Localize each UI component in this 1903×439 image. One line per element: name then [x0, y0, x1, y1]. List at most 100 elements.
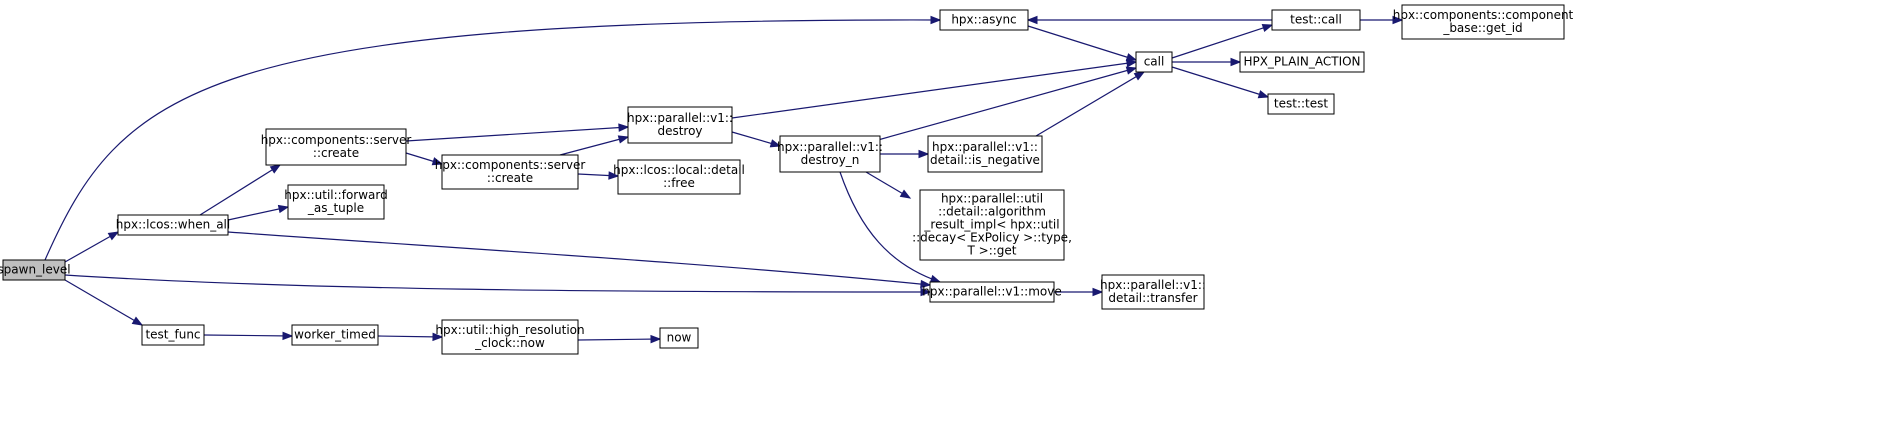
node-label: hpx::lcos::local::detail — [613, 163, 745, 177]
node-is-negative[interactable]: hpx::parallel::v1::detail::is_negative — [927, 135, 1043, 173]
nodes-layer: spawn_level hpx::asynchpx::lcos::when_all… — [0, 4, 1574, 355]
edge-arrowhead — [1092, 287, 1104, 297]
node-label: hpx::async — [951, 13, 1016, 27]
edge-arrowhead — [282, 331, 294, 341]
node-label: hpx::parallel::v1:: — [627, 111, 733, 125]
edge-v1-destroy-to-call — [731, 59, 1138, 119]
edge-arrowhead — [650, 334, 662, 344]
node-box — [1135, 51, 1173, 73]
node-get-id[interactable]: hpx::components::component_base::get_id — [1393, 4, 1574, 40]
edge-arrowhead — [930, 15, 942, 25]
node-label: ::free — [663, 176, 695, 190]
node-call[interactable]: call — [1135, 51, 1173, 73]
node-hrc-now[interactable]: hpx::util::high_resolution_clock::now — [435, 319, 585, 355]
node-lcos-when-all[interactable]: hpx::lcos::when_all — [116, 214, 230, 236]
node-v1-move[interactable]: hpx::parallel::v1::move — [922, 281, 1062, 303]
node-hpx-plain-action[interactable]: HPX_PLAIN_ACTION — [1239, 51, 1365, 73]
node-label: hpx::components::component — [1393, 8, 1574, 22]
edge-line — [839, 171, 941, 283]
edge-spawn-level-to-hpx-async — [44, 15, 942, 261]
edge-lcos-when-all-to-v1-move — [227, 231, 932, 289]
node-box — [287, 184, 385, 220]
node-label: hpx::parallel::v1::move — [922, 285, 1061, 299]
edge-arrowhead — [920, 287, 932, 297]
edge-v1-destroy-n-to-algorithm-result — [865, 171, 912, 199]
edge-server-create-2-to-v1-destroy — [559, 135, 630, 156]
node-label: T >::get — [967, 244, 1017, 258]
node-test-test[interactable]: test::test — [1267, 93, 1335, 115]
node-test-func[interactable]: test_func — [141, 324, 205, 346]
edge-arrowhead — [1026, 15, 1038, 25]
node-label: hpx::lcos::when_all — [116, 218, 230, 232]
edge-arrowhead — [929, 274, 942, 283]
node-label: hpx::components::server — [261, 133, 412, 147]
edge-v1-destroy-to-v1-destroy-n — [731, 131, 782, 148]
edge-line — [731, 61, 1137, 119]
edge-arrowhead — [918, 149, 930, 159]
edge-arrowhead — [899, 189, 912, 199]
edge-line — [377, 335, 443, 338]
node-forward-as-tuple[interactable]: hpx::util::forward_as_tuple — [284, 184, 388, 220]
node-v1-destroy-n[interactable]: hpx::parallel::v1::destroy_n — [777, 135, 883, 173]
edge-v1-destroy-n-to-is-negative — [880, 149, 930, 159]
edge-arrowhead — [1257, 90, 1270, 99]
node-server-create-1[interactable]: hpx::components::server::create — [261, 128, 412, 166]
edge-server-create-1-to-v1-destroy — [405, 123, 630, 142]
edge-v1-destroy-n-to-call — [877, 66, 1138, 141]
node-v1-destroy[interactable]: hpx::parallel::v1::destroy — [627, 106, 733, 144]
edge-v1-move-to-detail-transfer — [1054, 287, 1104, 297]
node-worker-timed[interactable]: worker_timed — [291, 324, 379, 346]
node-local-detail-free[interactable]: hpx::lcos::local::detail::free — [613, 159, 745, 195]
node-label: ::create — [313, 146, 359, 160]
edge-test-call-to-get-id — [1360, 15, 1404, 25]
edge-arrowhead — [432, 332, 444, 342]
edge-arrowhead — [618, 123, 630, 132]
node-label: test::test — [1274, 97, 1328, 111]
edge-spawn-level-to-lcos-when-all — [64, 231, 120, 263]
edge-line — [44, 19, 941, 261]
edge-line — [227, 231, 931, 286]
node-label: ::decay< ExPolicy >::type, — [912, 231, 1072, 245]
edge-line — [199, 164, 281, 216]
node-test-call[interactable]: test::call — [1271, 9, 1361, 31]
node-server-create-2[interactable]: hpx::components::server::create — [435, 154, 586, 190]
edge-lcos-when-all-to-server-create-1 — [199, 164, 282, 216]
node-label: hpx::util::high_resolution — [435, 323, 584, 337]
edge-line — [1035, 71, 1145, 137]
node-box — [927, 135, 1043, 173]
node-box — [291, 324, 379, 346]
node-detail-transfer[interactable]: hpx::parallel::v1::detail::transfer — [1100, 274, 1206, 310]
node-label: hpx::parallel::v1:: — [1100, 278, 1206, 292]
node-spawn-level[interactable]: spawn_level — [0, 259, 71, 281]
node-label: call — [1144, 55, 1165, 69]
node-hpx-async[interactable]: hpx::async — [939, 9, 1029, 31]
node-box — [441, 154, 579, 190]
edge-line — [1171, 66, 1269, 98]
edge-call-to-test-call — [1171, 23, 1274, 59]
edge-arrowhead — [277, 204, 290, 214]
node-box — [919, 189, 1065, 261]
edge-hrc-now-to-now — [577, 334, 662, 344]
node-label: ::create — [487, 171, 533, 185]
edge-line — [64, 279, 143, 326]
node-box — [141, 324, 205, 346]
edge-arrowhead — [269, 164, 282, 174]
node-label: hpx::parallel::v1:: — [777, 140, 883, 154]
node-label: ::detail::algorithm — [938, 205, 1046, 219]
node-box — [627, 106, 733, 144]
edge-lcos-when-all-to-forward-as-tuple — [227, 204, 290, 221]
edge-call-to-test-test — [1171, 66, 1270, 99]
edge-line — [559, 136, 629, 156]
node-label: test::call — [1290, 13, 1342, 27]
node-box — [929, 281, 1055, 303]
edge-is-negative-to-call — [1035, 71, 1146, 137]
edge-arrowhead — [1392, 15, 1404, 25]
edge-arrowhead — [617, 135, 630, 144]
node-label: hpx::parallel::util — [941, 192, 1043, 206]
node-label: spawn_level — [0, 263, 71, 277]
node-algorithm-result[interactable]: hpx::parallel::util::detail::algorithm_r… — [912, 189, 1072, 261]
edge-call-to-hpx-plain-action — [1172, 57, 1242, 67]
edge-line — [64, 274, 931, 293]
node-box — [1401, 4, 1565, 40]
node-now[interactable]: now — [659, 327, 699, 349]
